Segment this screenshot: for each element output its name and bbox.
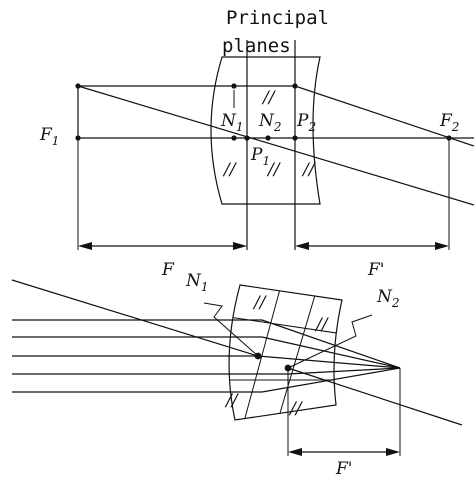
heading-planes: planes bbox=[222, 35, 291, 57]
hatch-mark: // bbox=[224, 391, 240, 411]
top-dim-back-arrow-right bbox=[435, 242, 449, 250]
hatch-mark: // bbox=[301, 160, 317, 180]
label-f1: F1 bbox=[39, 125, 59, 148]
top-point-lens-axis bbox=[231, 135, 237, 141]
bottom-lens-hatching: // // // // bbox=[224, 293, 330, 419]
bottom-label-f-back: F' bbox=[335, 459, 352, 479]
bottom-dim-arrow-right bbox=[386, 448, 400, 456]
top-point-n1-entry bbox=[231, 83, 237, 89]
bottom-chief-ray-in bbox=[11, 279, 259, 357]
bottom-n1-leader bbox=[203, 302, 259, 357]
top-nodal-ray bbox=[77, 85, 474, 206]
top-point-f2 bbox=[446, 135, 452, 141]
hatch-mark: // bbox=[261, 88, 277, 108]
top-point-f1 bbox=[75, 135, 81, 141]
bottom-point-n1 bbox=[254, 352, 262, 360]
bottom-lens-grid bbox=[229, 285, 342, 420]
bottom-label-n2: N2 bbox=[376, 287, 400, 310]
top-point-n2 bbox=[265, 135, 271, 141]
label-f-back: F' bbox=[367, 260, 384, 280]
hatch-mark: // bbox=[222, 160, 238, 180]
top-point-p2-top bbox=[292, 83, 298, 89]
hatch-mark: // bbox=[266, 160, 282, 180]
bottom-dim-arrow-left bbox=[288, 448, 302, 456]
label-n1: N1 bbox=[220, 111, 244, 134]
label-n2: N2 bbox=[258, 111, 282, 134]
label-p1: P1 bbox=[250, 145, 270, 168]
hatch-mark: // bbox=[252, 293, 268, 313]
bottom-parallel-rays bbox=[12, 319, 401, 393]
top-refracted-ray bbox=[294, 85, 474, 147]
top-dim-front-arrow-left bbox=[78, 242, 92, 250]
bottom-chief-ray-out bbox=[287, 367, 463, 426]
bottom-point-n2 bbox=[284, 364, 292, 372]
label-f-front: F bbox=[161, 260, 175, 280]
top-lens-hatching: // // // // bbox=[222, 88, 317, 180]
top-point-p1 bbox=[244, 135, 250, 141]
bottom-n2-leader bbox=[287, 314, 373, 369]
label-p2: P2 bbox=[296, 111, 316, 134]
heading-principal: Principal bbox=[226, 7, 329, 29]
label-f2: F2 bbox=[439, 111, 459, 134]
hatch-mark: // bbox=[288, 399, 304, 419]
top-point-p2 bbox=[292, 135, 298, 141]
bottom-lens-outline bbox=[228, 284, 343, 421]
top-lens-outline bbox=[210, 56, 321, 205]
top-dim-back-arrow-left bbox=[295, 242, 309, 250]
top-point-ray-origin bbox=[75, 83, 81, 89]
top-dim-front-arrow-right bbox=[233, 242, 247, 250]
hatch-mark: // bbox=[314, 315, 330, 335]
bottom-label-n1: N1 bbox=[185, 271, 209, 294]
